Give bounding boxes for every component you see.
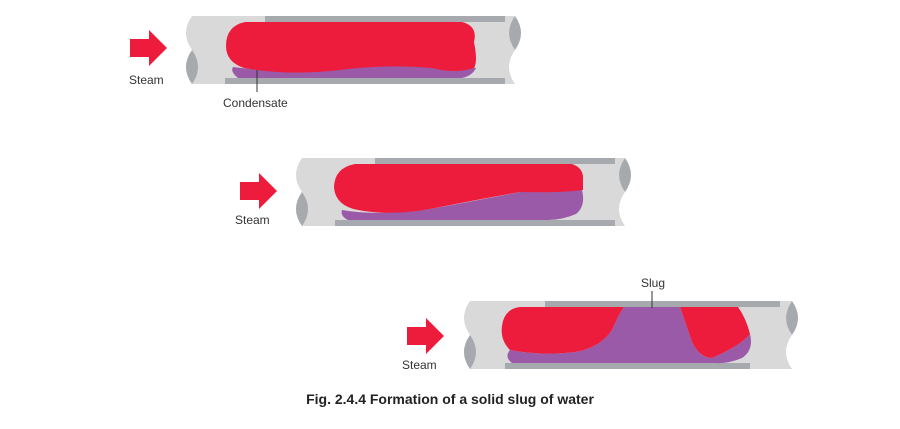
pipe-stage-3 — [464, 291, 798, 369]
pipe-1-bottom-wall — [225, 78, 505, 84]
pipe-2-right-cut — [619, 158, 631, 192]
pipe-1-left-cut — [186, 50, 198, 84]
pipe-3-steam-left — [501, 307, 624, 354]
pipe-2-top-wall — [375, 158, 615, 164]
pipe-1-right-cut — [509, 16, 521, 50]
pipe-stage-2 — [296, 158, 631, 226]
steam-label-stage-3: Steam — [402, 358, 437, 372]
steam-label-stage-1: Steam — [129, 73, 164, 87]
flow-arrow-icon — [240, 173, 277, 209]
pipe-3-condensate-slug — [507, 307, 751, 364]
pipe-stage-1 — [186, 16, 521, 92]
flow-arrow-icon — [130, 30, 167, 66]
pipe-3-left-cut — [464, 335, 476, 369]
pipe-2-condensate — [341, 190, 584, 220]
pipe-3-right-cut — [786, 301, 798, 335]
pipe-3-steam-right — [680, 307, 750, 358]
pipe-3-bottom-wall — [505, 363, 750, 369]
pipe-1-condensate — [232, 65, 476, 78]
pipe-3-top-wall — [545, 301, 780, 307]
figure-caption: Fig. 2.4.4 Formation of a solid slug of … — [306, 391, 594, 407]
pipe-2-left-cut — [296, 192, 308, 226]
pipe-2-bottom-wall — [335, 220, 615, 226]
steam-label-stage-2: Steam — [235, 213, 270, 227]
pipe-2-steam — [334, 164, 584, 213]
slug-label: Slug — [641, 276, 666, 290]
condensate-label: Condensate — [223, 96, 288, 110]
pipe-1-top-wall — [265, 16, 505, 22]
pipe-1-steam — [226, 22, 476, 73]
flow-arrow-icon — [407, 318, 444, 354]
